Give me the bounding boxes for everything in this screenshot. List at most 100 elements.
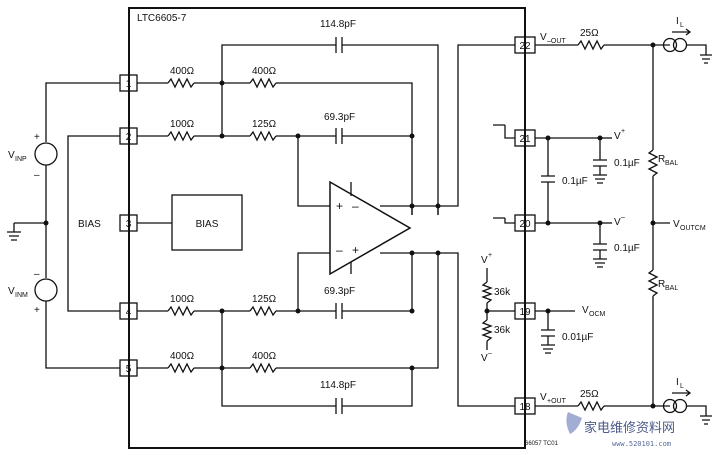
- svg-text:1: 1: [126, 79, 132, 90]
- watermark-logo-icon: [566, 412, 582, 434]
- svg-text:BAL: BAL: [665, 160, 678, 167]
- label-r2-bot: 400Ω: [252, 351, 277, 362]
- svg-text:20: 20: [519, 219, 531, 230]
- svg-text:R: R: [658, 279, 665, 290]
- svg-text:V: V: [614, 131, 621, 142]
- svg-text:36k: 36k: [494, 287, 511, 298]
- capacitor-vminus: [593, 243, 607, 251]
- svg-text:–: –: [621, 214, 625, 221]
- svg-text:25Ω: 25Ω: [580, 28, 599, 39]
- svg-text:I: I: [676, 377, 679, 388]
- resistor-100-low: [167, 305, 195, 317]
- svg-text:OCM: OCM: [589, 311, 606, 318]
- svg-text:L: L: [680, 22, 684, 29]
- svg-text:–: –: [352, 199, 359, 213]
- svg-text:BIAS: BIAS: [196, 219, 219, 230]
- bias-block: [171, 194, 243, 251]
- svg-text:–: –: [336, 243, 343, 257]
- resistor-rbal-bot: [647, 269, 659, 297]
- svg-text:V: V: [673, 219, 680, 230]
- resistor-125-mid: [249, 130, 277, 142]
- part-number: LTC6605-7: [137, 13, 187, 24]
- svg-text:0.1µF: 0.1µF: [614, 158, 640, 169]
- svg-text:4: 4: [126, 307, 132, 318]
- resistor-100-mid: [167, 130, 195, 142]
- current-sink-bot: [662, 398, 678, 414]
- label-c-mid: 69.3pF: [324, 112, 355, 123]
- svg-text:L: L: [680, 383, 684, 390]
- label-c-top: 114.8pF: [320, 19, 356, 30]
- svg-text:–: –: [34, 170, 40, 181]
- capacitor-top: [335, 37, 343, 53]
- svg-text:25Ω: 25Ω: [580, 389, 599, 400]
- capacitor-low: [335, 303, 343, 319]
- capacitor-vplus: [593, 159, 607, 167]
- label-r1-low: 100Ω: [170, 294, 195, 305]
- figure-code: 66057 TC01: [525, 441, 559, 447]
- source-vinp: [34, 142, 58, 166]
- resistor-400-top2: [249, 77, 277, 89]
- svg-text:INP: INP: [15, 156, 27, 163]
- svg-text:www.520101.com: www.520101.com: [612, 440, 671, 448]
- resistor-rbal-top: [647, 149, 659, 177]
- label-r2-low: 125Ω: [252, 294, 277, 305]
- svg-text:I: I: [676, 16, 679, 27]
- source-vinm: [34, 278, 58, 302]
- label-r2-top: 400Ω: [252, 66, 277, 77]
- svg-text:R: R: [658, 154, 665, 165]
- resistor-400-bot2: [249, 362, 277, 374]
- svg-text:V: V: [614, 217, 621, 228]
- svg-text:–OUT: –OUT: [547, 38, 566, 45]
- svg-text:+OUT: +OUT: [547, 398, 567, 405]
- svg-text:OUTCM: OUTCM: [680, 225, 706, 232]
- svg-text:2: 2: [126, 132, 132, 143]
- label-c-bot: 114.8pF: [320, 380, 356, 391]
- svg-text:21: 21: [519, 134, 531, 145]
- ground-icon: [7, 223, 21, 241]
- svg-text:+: +: [34, 305, 40, 316]
- current-sink-top: [662, 37, 678, 53]
- svg-text:22: 22: [519, 41, 531, 52]
- svg-text:+: +: [621, 128, 625, 135]
- capacitor-vocm: [541, 329, 555, 337]
- chip-outline: [128, 7, 526, 449]
- svg-text:V: V: [540, 392, 547, 403]
- svg-text:BAL: BAL: [665, 285, 678, 292]
- capacitor-bot: [335, 398, 343, 414]
- svg-text:+: +: [352, 243, 359, 257]
- svg-text:19: 19: [519, 307, 531, 318]
- svg-text:5: 5: [126, 364, 132, 375]
- resistor-400-bot1: [167, 362, 195, 374]
- capacitor-mid: [335, 128, 343, 144]
- svg-text:18: 18: [519, 402, 531, 413]
- svg-text:36k: 36k: [494, 325, 511, 336]
- resistor-25-bot: [577, 400, 605, 412]
- label-r1-top: 400Ω: [170, 66, 195, 77]
- resistor-25-top: [577, 39, 605, 51]
- resistor-125-low: [249, 305, 277, 317]
- svg-text:3: 3: [126, 219, 132, 230]
- svg-text:V: V: [540, 32, 547, 43]
- svg-text:–: –: [34, 269, 40, 280]
- label-r1-bot: 400Ω: [170, 351, 195, 362]
- svg-text:V: V: [481, 255, 488, 266]
- svg-text:V: V: [582, 305, 589, 316]
- svg-text:+: +: [488, 252, 492, 259]
- svg-text:V: V: [8, 286, 15, 297]
- label-r1-mid: 100Ω: [170, 119, 195, 130]
- svg-text:0.01µF: 0.01µF: [562, 332, 593, 343]
- svg-text:V: V: [481, 353, 488, 364]
- label-c-low: 69.3pF: [324, 286, 355, 297]
- svg-text:V: V: [8, 150, 15, 161]
- bias-pin-label: BIAS: [78, 219, 101, 230]
- watermark: 家电维修资料网 www.520101.com: [566, 412, 675, 448]
- fully-differential-amplifier: [329, 180, 412, 276]
- svg-text:0.1µF: 0.1µF: [614, 243, 640, 254]
- svg-text:+: +: [336, 199, 343, 213]
- capacitor-between: [541, 175, 555, 183]
- resistor-36k-top: [481, 281, 493, 304]
- resistor-36k-bot: [481, 319, 493, 342]
- svg-text:家电维修资料网: 家电维修资料网: [584, 420, 675, 436]
